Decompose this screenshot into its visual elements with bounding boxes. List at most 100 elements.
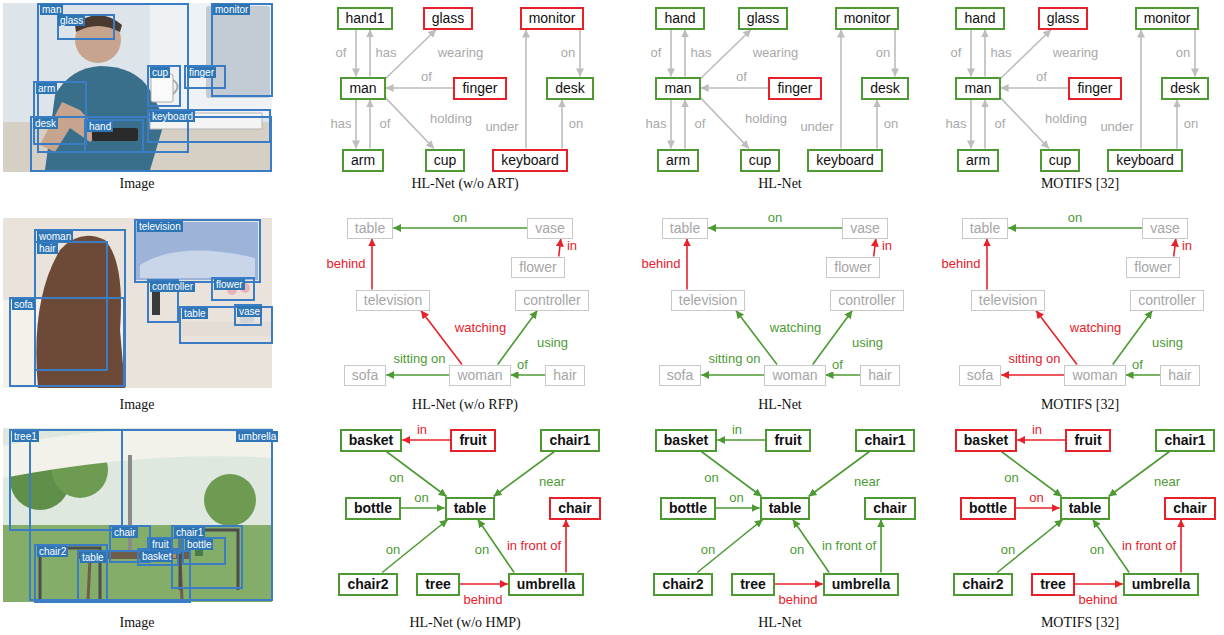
relation-arrow	[970, 30, 972, 77]
object-tag: vase	[237, 306, 262, 317]
relation-arrow	[371, 239, 373, 290]
object-tag: basket	[140, 551, 173, 562]
relation-arrow	[386, 374, 449, 376]
relation-label: in	[566, 239, 578, 253]
relation-arrow	[840, 30, 842, 149]
relation-label: of	[516, 358, 529, 372]
object-tag: cup	[150, 67, 170, 78]
object-node: table	[1060, 497, 1111, 520]
node-label: fruit	[1074, 432, 1101, 449]
node-label: table	[454, 500, 487, 517]
node-label: vase	[1150, 220, 1180, 237]
node-label: bottle	[669, 500, 707, 517]
panel-caption: MOTIFS [32]	[1041, 176, 1119, 192]
node-label: glass	[747, 10, 780, 27]
object-tag: sofa	[12, 299, 35, 310]
relation-arrow	[382, 520, 448, 573]
object-node: bottle	[960, 497, 1016, 520]
relation-label: on	[385, 543, 401, 557]
object-node: chair2	[338, 573, 397, 596]
node-label: cup	[749, 152, 772, 169]
object-tag: man	[40, 4, 63, 15]
relation-label: has	[645, 117, 668, 131]
photo-television	[136, 222, 258, 280]
relation-arrow	[494, 452, 555, 497]
object-node: keyboard	[492, 149, 568, 172]
relation-label: in	[881, 239, 893, 253]
node-label: television	[364, 292, 422, 309]
relation-label: sitting on	[707, 352, 761, 366]
relation-arrow	[386, 98, 434, 149]
node-label: arm	[351, 152, 375, 169]
object-node: bottle	[345, 497, 401, 520]
relation-label: on	[703, 471, 719, 485]
relation-label: has	[990, 46, 1013, 60]
node-label: man	[664, 80, 691, 97]
relation-arrow	[809, 452, 870, 497]
node-label: television	[979, 292, 1037, 309]
node-label: umbrella	[832, 576, 890, 593]
relation-arrow	[1001, 98, 1049, 149]
object-node: table	[962, 218, 1008, 239]
relation-label: near	[538, 475, 566, 489]
object-tag: table	[80, 552, 106, 563]
relation-arrow	[984, 100, 986, 149]
relation-arrow	[874, 239, 876, 257]
node-label: basket	[964, 432, 1008, 449]
object-node: man	[955, 77, 1000, 100]
object-tag: chair1	[174, 527, 205, 538]
object-node: bottle	[660, 497, 716, 520]
relation-label: behind	[940, 257, 981, 271]
object-node: desk	[1161, 77, 1209, 100]
relation-label: near	[1153, 475, 1181, 489]
relation-label: on	[568, 117, 584, 131]
node-label: vase	[850, 220, 880, 237]
object-tag: glass	[58, 15, 85, 26]
office-photo	[3, 3, 272, 172]
node-label: woman	[457, 367, 502, 384]
bounding-box	[35, 230, 125, 386]
node-label: chair2	[962, 576, 1003, 593]
node-label: television	[679, 292, 737, 309]
node-label: keyboard	[816, 152, 874, 169]
relation-arrow	[1001, 452, 1061, 497]
object-tag: flower	[214, 279, 245, 290]
object-node: umbrella	[1123, 573, 1199, 596]
relation-label: under	[484, 120, 519, 134]
relation-label: on	[767, 211, 783, 225]
object-node: arm	[657, 149, 699, 172]
relation-label: on	[474, 543, 490, 557]
relation-arrow	[579, 30, 581, 77]
object-tag: chair2	[37, 546, 68, 557]
panel-caption: HL-Net (w/o ART)	[411, 176, 518, 192]
bounding-box	[185, 66, 225, 88]
relation-arrow	[369, 30, 371, 77]
bounding-box	[135, 220, 260, 282]
relation-arrow	[1176, 100, 1178, 149]
relation-arrow	[386, 87, 454, 89]
relation-label: holding	[429, 112, 473, 126]
node-label: cup	[434, 152, 457, 169]
object-node: hand	[955, 7, 1004, 30]
bounding-box	[148, 66, 180, 106]
relation-label: wearing	[437, 46, 485, 60]
object-node: finger	[453, 77, 506, 100]
bounding-box	[138, 549, 178, 565]
relation-arrow	[984, 30, 986, 77]
object-node: hand	[655, 7, 704, 30]
object-node: chair1	[855, 429, 914, 452]
relation-arrow	[525, 30, 527, 149]
relation-arrow	[717, 439, 765, 441]
panel-caption: HL-Net	[758, 397, 802, 413]
bounding-box	[35, 242, 107, 370]
relation-arrow	[686, 239, 688, 290]
relation-arrow	[708, 227, 842, 229]
object-node: sofa	[659, 365, 701, 386]
relation-label: on	[560, 46, 576, 60]
relation-arrow	[813, 311, 853, 365]
node-label: hair	[553, 367, 576, 384]
relation-arrow	[701, 87, 769, 89]
relation-label: watching	[454, 321, 507, 335]
panel-caption: MOTIFS [32]	[1041, 615, 1119, 631]
